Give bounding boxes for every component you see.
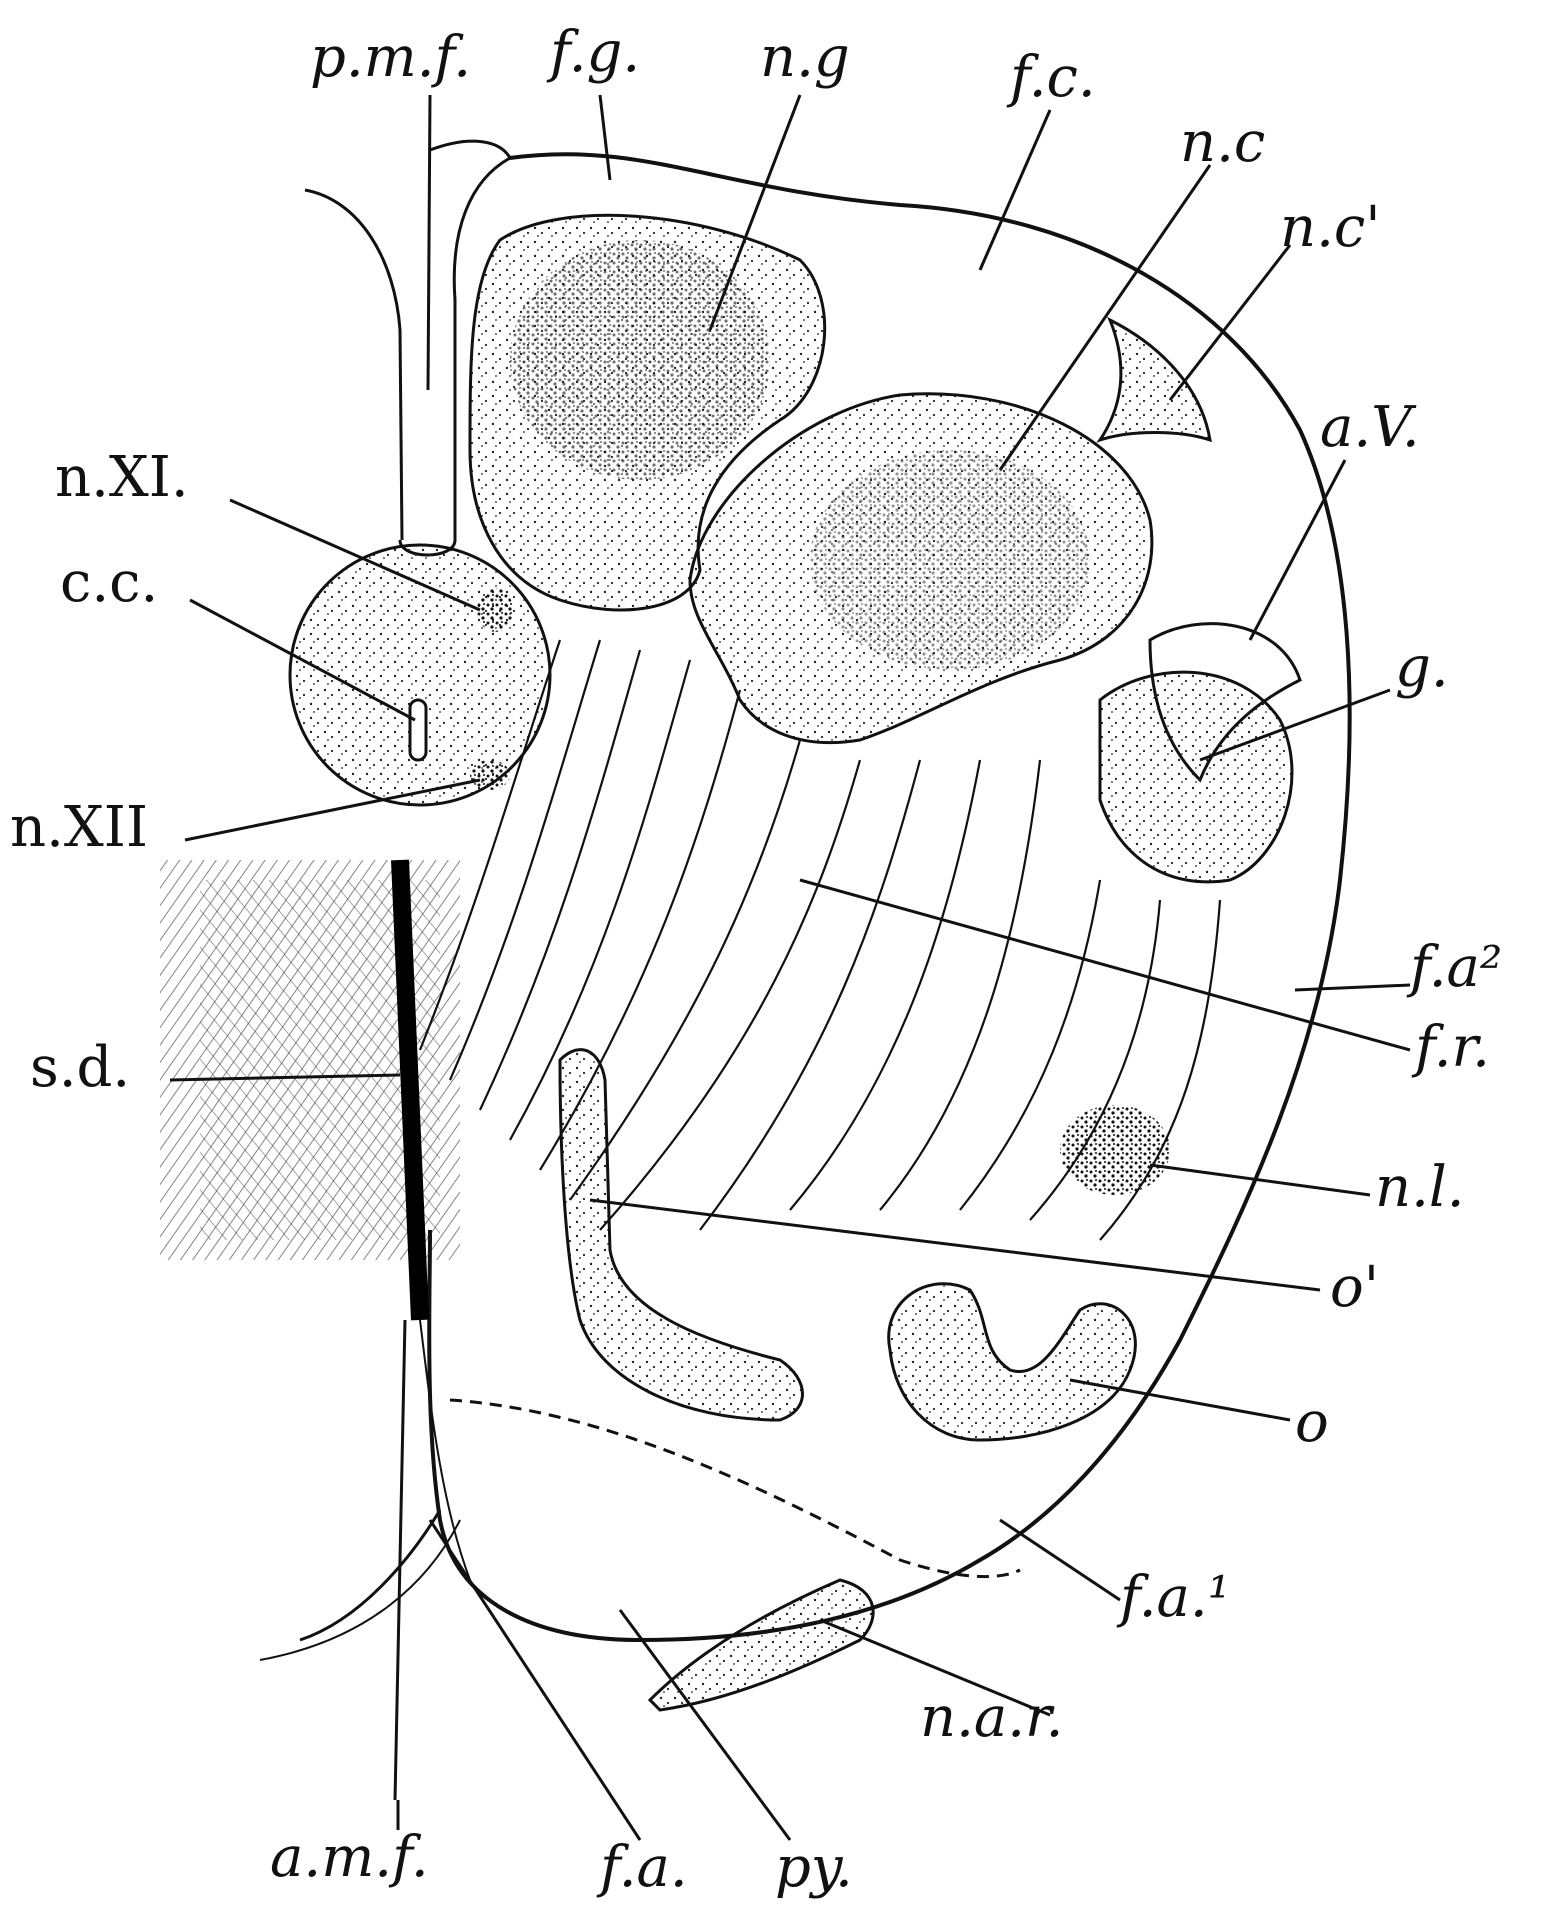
label-fa2: f.a² bbox=[1410, 935, 1503, 1000]
label-nl: n.l. bbox=[1375, 1155, 1465, 1220]
gelatinous-substance bbox=[1098, 670, 1294, 884]
label-nc-accessory: n.c' bbox=[1280, 195, 1381, 260]
label-o: o bbox=[1295, 1390, 1329, 1455]
label-nc: n.c bbox=[1180, 110, 1266, 175]
label-g: g. bbox=[1395, 635, 1449, 700]
label-pmf: p.m.f. bbox=[310, 25, 472, 90]
accessory-olive bbox=[558, 1048, 804, 1422]
label-fa1: f.a.¹ bbox=[1120, 1565, 1231, 1630]
label-amf: a.m.f. bbox=[270, 1825, 429, 1890]
label-ng: n.g bbox=[760, 25, 850, 90]
label-fc: f.c. bbox=[1010, 45, 1096, 110]
label-fg: f.g. bbox=[550, 20, 641, 85]
label-o-prime: o' bbox=[1330, 1255, 1380, 1320]
central-canal bbox=[408, 698, 428, 762]
label-fa: f.a. bbox=[600, 1835, 688, 1900]
label-nXII: n.XII bbox=[10, 795, 148, 860]
label-nXI: n.XI. bbox=[55, 445, 189, 510]
label-fr: f.r. bbox=[1415, 1015, 1490, 1080]
label-py: py. bbox=[775, 1835, 853, 1900]
accessory-cuneate-nucleus bbox=[1096, 316, 1212, 443]
arcuate-nucleus bbox=[647, 1578, 875, 1712]
label-nar: n.a.r. bbox=[920, 1685, 1064, 1750]
section-outline bbox=[427, 152, 1352, 1643]
label-aV: a.V. bbox=[1320, 395, 1420, 460]
lateral-nucleus bbox=[1060, 1105, 1170, 1195]
label-sd: s.d. bbox=[30, 1035, 131, 1100]
anterior-median-fissure bbox=[393, 1319, 407, 1801]
olive-nucleus bbox=[887, 1282, 1137, 1442]
label-cc: c.c. bbox=[60, 550, 159, 615]
leader-lines bbox=[169, 94, 1411, 1841]
